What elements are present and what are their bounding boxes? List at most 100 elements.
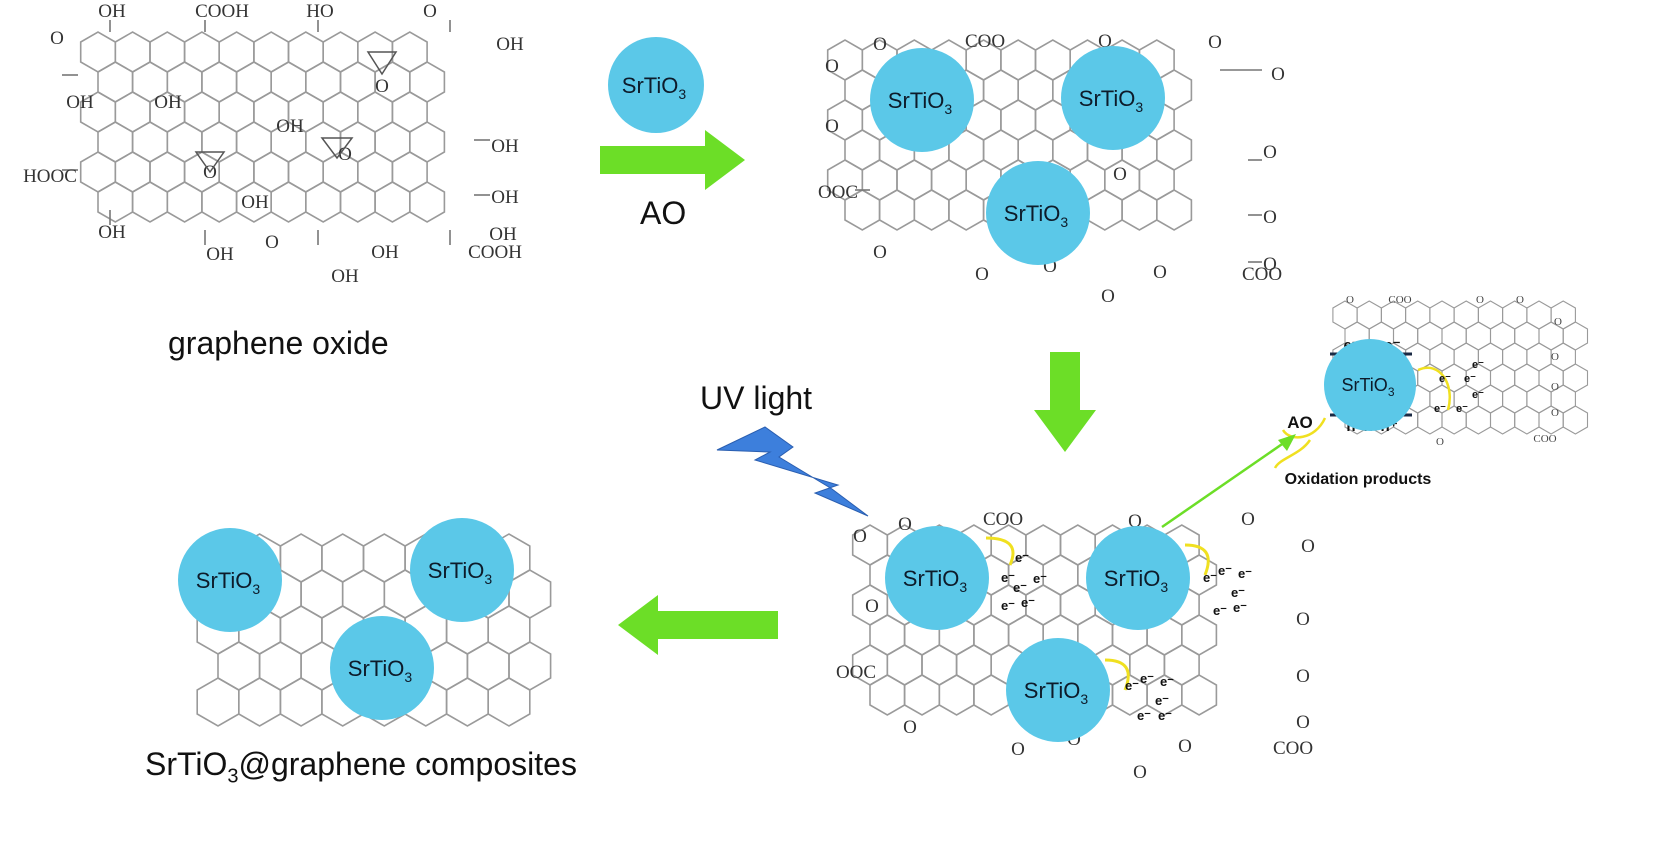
zoom-line [1161,438,1289,529]
lattice-hexagon [508,569,552,619]
functional-group-label: OH [98,1,126,22]
inset-products: Oxidation products [1285,471,1432,488]
nanoparticle-circle [885,526,989,630]
electron-label: e⁻ [1158,708,1172,723]
lattice-hexagon [903,674,941,716]
lattice-hexagon [466,641,510,691]
nanoparticle-circle [1324,339,1416,431]
lattice-hexagon [1429,342,1455,372]
lattice-hexagon [201,181,238,223]
functional-group-label: OH [491,136,519,157]
functional-group-label: O [1296,712,1310,733]
uv-lightning-icon [716,426,869,517]
electron-label: e⁻ [1160,674,1174,689]
functional-group-label: OH [489,224,517,245]
lattice-hexagon [217,641,261,691]
inset-electron-label: e⁻ [1456,403,1468,415]
functional-group-label: O [873,242,887,263]
nanoparticle-label: SrTiO3 [903,566,968,595]
functional-group-label: O [1436,436,1444,448]
lattice-hexagon [218,31,255,73]
functional-group-label: O [1011,739,1025,760]
lattice-hexagon [1502,384,1528,414]
nanoparticle-2: SrTiO3 [1061,46,1165,150]
functional-group-label: O [1271,64,1285,85]
lattice-hexagon [1465,405,1492,435]
nanoparticle-irr-1: SrTiO3 [885,526,989,630]
inset-electron-label: e⁻ [1464,373,1476,385]
electron-transfer-curve [985,536,1015,566]
lattice-hexagon [279,677,323,727]
epoxide-ring [320,137,354,160]
step-arrow-ao [600,130,745,190]
lattice-hexagon [149,31,186,73]
functional-group-label: O [338,144,352,165]
ao-arrow-label: AO [640,195,687,231]
functional-group-label: COO [1388,294,1411,306]
functional-group-label: O [1476,294,1484,306]
lattice-hexagon [973,614,1010,656]
lattice-hexagon [1562,363,1589,393]
lattice-hexagon [955,644,993,686]
electron-label: e⁻ [1203,570,1217,585]
electron-label: e⁻ [1033,571,1047,586]
lattice-hexagon [1181,674,1218,716]
lattice-hexagon [408,181,446,223]
functional-group-label: O [1263,207,1277,228]
composite-label-sub: 3 [227,765,239,788]
functional-group-label: COOH [468,242,522,263]
graphene-oxide-lattice [79,31,446,223]
functional-group-label: HO [306,1,333,22]
lattice-hexagon [322,91,359,133]
lattice-hexagon [270,181,307,223]
lattice-hexagon [253,31,290,73]
functional-group-label: O [1516,294,1524,306]
lattice-hexagon [374,121,411,163]
electron-label: e⁻ [1021,595,1035,610]
lattice-hexagon [238,677,282,727]
electron-transfer-curve [1104,658,1130,691]
lattice-hexagon [235,121,273,163]
nanoparticle-circle [1061,46,1165,150]
lattice-hexagon [356,91,394,133]
nanoparticle-circle [1006,638,1110,742]
functional-group-label: O [1301,536,1315,557]
nanoparticle-irr-2: SrTiO3 [1086,526,1190,630]
lattice-hexagon [391,31,428,73]
electron-label: e⁻ [1233,600,1247,615]
lattice-hexagon [1562,321,1589,351]
lattice-hexagon [1526,384,1552,414]
composite-nanoparticle-1: SrTiO3 [178,528,282,632]
lattice-hexagon [79,31,117,73]
lattice-hexagon [270,61,307,103]
nanoparticle-circle [330,616,434,720]
lattice-hexagon [183,91,220,133]
lattice-hexagon [97,121,134,163]
nanoparticle-circle [178,528,282,632]
lattice-hexagon [1453,300,1479,330]
lattice-hexagon [201,121,238,163]
lattice-hexagon [339,61,376,103]
functional-group-label: O [1263,142,1277,163]
functional-group-label: O [825,116,839,137]
lattice-hexagon [114,151,151,193]
composite-label: SrTiO3@graphene composites [145,746,577,788]
lattice-hexagon [1086,189,1123,231]
functional-group-label: O [1346,294,1354,306]
electron-label: e⁻ [1155,693,1169,708]
nanoparticle-label: SrTiO3 [1341,375,1394,399]
lattice-hexagon [362,533,406,583]
functional-group-label: COO [1273,738,1313,759]
electron-label: e⁻ [1140,671,1154,686]
lattice-hexagon [861,159,898,201]
lattice-hexagon [1000,39,1037,81]
nanoparticle-label: SrTiO3 [888,88,953,117]
nanoparticle-irr-3: SrTiO3 [1006,638,1110,742]
functional-group-label: HOOC [23,166,77,187]
nanoparticle-label: SrTiO3 [1079,86,1144,115]
nanoparticle-3: SrTiO3 [986,161,1090,265]
step-arrow-left [618,595,778,655]
nanoparticle-circle [410,518,514,622]
